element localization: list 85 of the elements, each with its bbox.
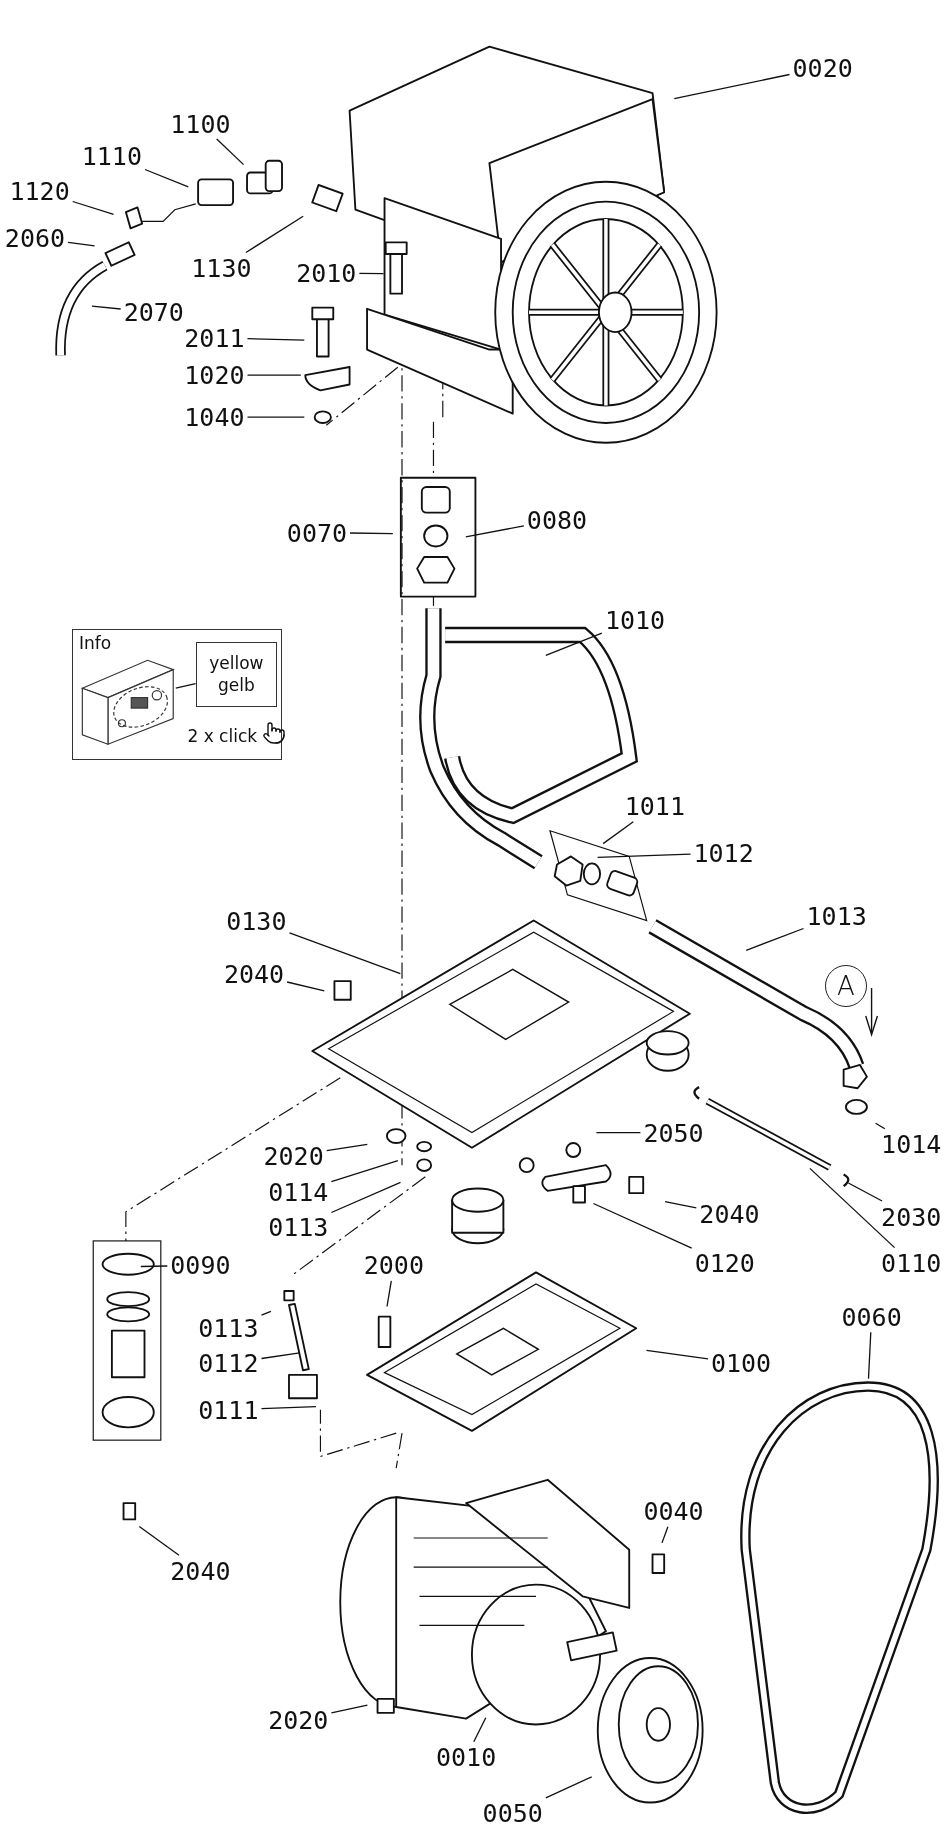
leader-line <box>545 632 603 657</box>
callout-number: 0120 <box>694 1250 755 1276</box>
info-panel <box>72 629 282 760</box>
leader-line <box>874 1122 886 1130</box>
leader-line <box>809 1167 896 1249</box>
callout-number: 2060 <box>4 225 66 251</box>
leader-line <box>596 853 692 858</box>
callout-number: 0130 <box>226 908 287 934</box>
leader-line <box>260 1352 301 1360</box>
leader-line <box>867 1331 872 1380</box>
leader-line <box>140 1265 168 1268</box>
callout-number: 1011 <box>624 793 685 819</box>
callout-number: 0100 <box>710 1350 772 1376</box>
callout-number: 2011 <box>184 325 245 351</box>
callout-number: 0050 <box>482 1800 543 1826</box>
callout-number: 0110 <box>881 1250 942 1276</box>
leader-line <box>260 1406 317 1410</box>
leader-line <box>645 1349 709 1360</box>
leader-line <box>545 1776 593 1799</box>
leader-line <box>246 416 305 418</box>
panel-title: Info <box>79 634 112 652</box>
leader-line <box>286 981 325 992</box>
leader-line <box>349 532 394 535</box>
callout-number: 1010 <box>604 607 666 633</box>
leader-line <box>465 525 525 538</box>
callout-number: 0040 <box>643 1498 704 1524</box>
callout-number: 1013 <box>806 903 867 929</box>
leader-line <box>138 1525 180 1556</box>
leader-line <box>661 1526 669 1544</box>
leader-line <box>144 168 189 188</box>
callout-number: 0113 <box>198 1315 259 1341</box>
leader-line <box>847 1182 883 1202</box>
leader-line <box>330 1181 402 1214</box>
callout-number: 1130 <box>191 255 252 281</box>
leader-line <box>245 215 304 254</box>
callout-number: 2050 <box>643 1120 704 1146</box>
leader-line <box>288 932 401 975</box>
callout-number: 0114 <box>268 1179 329 1205</box>
leader-line <box>358 272 385 275</box>
callout-number: 2020 <box>263 1143 324 1169</box>
callout-number: 2040 <box>223 961 285 987</box>
callout-number: 0112 <box>198 1350 259 1376</box>
callout-number: 1100 <box>170 111 231 136</box>
callout-number: 0010 <box>436 1744 497 1770</box>
leader-line <box>67 241 96 247</box>
callout-number: 0070 <box>286 520 348 545</box>
leader-line <box>246 338 305 341</box>
leader-line <box>330 1704 369 1714</box>
callout-number: 1110 <box>81 143 142 169</box>
callout-number: 1012 <box>693 840 754 866</box>
leader-line <box>246 374 302 376</box>
callout-number: 0113 <box>268 1214 329 1240</box>
callout-number: 2020 <box>268 1707 329 1733</box>
leader-line <box>216 138 245 166</box>
callout-number: 0080 <box>526 507 588 533</box>
callout-number: 0090 <box>170 1252 231 1278</box>
callout-number: 1014 <box>881 1131 942 1157</box>
leader-line <box>602 821 634 845</box>
callout-number: 2040 <box>170 1558 231 1584</box>
callout-number: 0060 <box>841 1304 902 1330</box>
color-note: yellow gelb <box>195 641 278 708</box>
leader-line <box>595 1131 642 1134</box>
callout-number: 2070 <box>123 299 184 325</box>
callout-number: 1020 <box>184 362 245 388</box>
leader-line <box>473 1717 487 1743</box>
leader-line <box>592 1202 693 1249</box>
callout-number: 2040 <box>699 1201 760 1227</box>
connector-line <box>175 683 197 689</box>
callout-number: 2030 <box>881 1204 942 1229</box>
leader-line <box>260 1310 272 1316</box>
callout-number: 2000 <box>363 1252 424 1278</box>
callout-number: 1120 <box>9 178 70 204</box>
callout-number: 0020 <box>792 55 853 81</box>
leader-line <box>91 305 122 310</box>
callout-number: 0111 <box>198 1397 259 1423</box>
callout-number: 2010 <box>296 260 357 286</box>
leader-line <box>330 1160 399 1183</box>
leader-line <box>664 1201 697 1209</box>
callout-number: 1040 <box>184 404 245 430</box>
leader-line <box>72 200 115 215</box>
leader-line <box>386 1280 392 1308</box>
hint-text: 2 x click <box>187 728 258 746</box>
leader-line <box>673 73 791 100</box>
leader-line <box>326 1143 368 1152</box>
leader-line <box>745 927 805 951</box>
